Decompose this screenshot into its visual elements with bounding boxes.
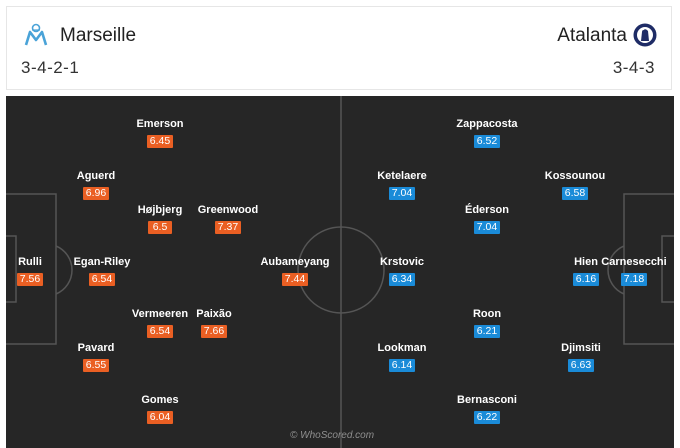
whoscored-watermark: © WhoScored.com	[290, 430, 375, 441]
player-rating: 6.52	[473, 135, 501, 148]
player-rulli[interactable]: Rulli 7.56	[15, 256, 45, 287]
player-name: Roon	[472, 308, 502, 320]
player-name: Bernasconi	[457, 394, 517, 406]
player-name: Greenwood	[197, 204, 259, 216]
marseille-crest-icon	[23, 21, 49, 52]
player-rating: 7.04	[473, 221, 501, 234]
player-name: Kossounou	[544, 170, 606, 182]
home-formation: 3-4-2-1	[21, 58, 80, 77]
player-lookman[interactable]: Lookman 6.14	[372, 342, 432, 373]
player-name: Carnesecchi	[601, 256, 667, 268]
player-rating: 7.66	[200, 325, 228, 338]
player-aubameyang[interactable]: Aubameyang 7.44	[256, 256, 334, 287]
player-aguerd[interactable]: Aguerd 6.96	[74, 170, 118, 201]
player-zappacosta[interactable]: Zappacosta 6.52	[452, 118, 522, 149]
player-djimsiti[interactable]: Djimsiti 6.63	[552, 342, 610, 373]
pitch-markings	[6, 96, 674, 448]
player-rating: 6.16	[572, 273, 600, 286]
player-greenwood[interactable]: Greenwood 7.37	[192, 204, 264, 235]
player-paixao[interactable]: Paixão 7.66	[192, 308, 236, 339]
player-name: Højbjerg	[137, 204, 183, 216]
player-carnesecchi[interactable]: Carnesecchi 7.18	[594, 256, 674, 287]
player-name: Gomes	[141, 394, 179, 406]
player-name: Djimsiti	[561, 342, 601, 354]
player-name: Hien	[574, 256, 598, 268]
away-team-name: Atalanta	[557, 25, 627, 46]
player-krstovic[interactable]: Krstovic 6.34	[374, 256, 430, 287]
player-bernasconi[interactable]: Bernasconi 6.22	[452, 394, 522, 425]
player-name: Egan-Riley	[73, 256, 131, 268]
away-formation: 3-4-3	[612, 58, 655, 77]
player-rating: 7.04	[388, 187, 416, 200]
player-rating: 6.58	[561, 187, 589, 200]
player-rating: 6.63	[567, 359, 595, 372]
match-header: Marseille 3-4-2-1 Atalanta 3-4-3	[6, 6, 672, 90]
player-rating: 6.22	[473, 411, 501, 424]
player-name: Emerson	[136, 118, 184, 130]
player-rating: 6.54	[88, 273, 116, 286]
player-hojbjerg[interactable]: Højbjerg 6.5	[132, 204, 188, 235]
home-team-name: Marseille	[60, 25, 137, 46]
player-name: Zappacosta	[456, 118, 518, 130]
player-rating: 6.21	[473, 325, 501, 338]
player-rating: 7.56	[16, 273, 44, 286]
player-rating: 6.04	[146, 411, 174, 424]
player-hien[interactable]: Hien 6.16	[568, 256, 604, 287]
player-rating: 6.5	[148, 221, 172, 234]
player-name: Aubameyang	[260, 256, 330, 268]
player-vermeeren[interactable]: Vermeeren 6.54	[128, 308, 192, 339]
player-name: Pavard	[77, 342, 115, 354]
player-name: Ketelaere	[377, 170, 427, 182]
player-rating: 6.96	[82, 187, 110, 200]
player-name: Éderson	[464, 204, 509, 216]
pitch: Rulli 7.56 Aguerd 6.96 Egan-Riley 6.54 P…	[6, 96, 674, 448]
player-name: Paixão	[196, 308, 232, 320]
player-rating: 6.54	[146, 325, 174, 338]
player-egan-riley[interactable]: Egan-Riley 6.54	[65, 256, 139, 287]
player-name: Rulli	[18, 256, 42, 268]
player-rating: 7.44	[281, 273, 309, 286]
player-gomes[interactable]: Gomes 6.04	[132, 394, 188, 425]
player-emerson[interactable]: Emerson 6.45	[132, 118, 188, 149]
player-pavard[interactable]: Pavard 6.55	[74, 342, 118, 373]
player-name: Lookman	[377, 342, 427, 354]
player-ederson[interactable]: Éderson 7.04	[462, 204, 512, 235]
player-rating: 7.18	[620, 273, 648, 286]
player-rating: 6.14	[388, 359, 416, 372]
player-ketelaere[interactable]: Ketelaere 7.04	[370, 170, 434, 201]
atalanta-crest-icon	[633, 21, 657, 54]
player-rating: 6.55	[82, 359, 110, 372]
player-name: Vermeeren	[131, 308, 189, 320]
player-name: Krstovic	[379, 256, 425, 268]
player-rating: 7.37	[214, 221, 242, 234]
player-name: Aguerd	[76, 170, 116, 182]
player-rating: 6.34	[388, 273, 416, 286]
player-kossounou[interactable]: Kossounou 6.58	[540, 170, 610, 201]
player-rating: 6.45	[146, 135, 174, 148]
player-roon[interactable]: Roon 6.21	[472, 308, 502, 339]
